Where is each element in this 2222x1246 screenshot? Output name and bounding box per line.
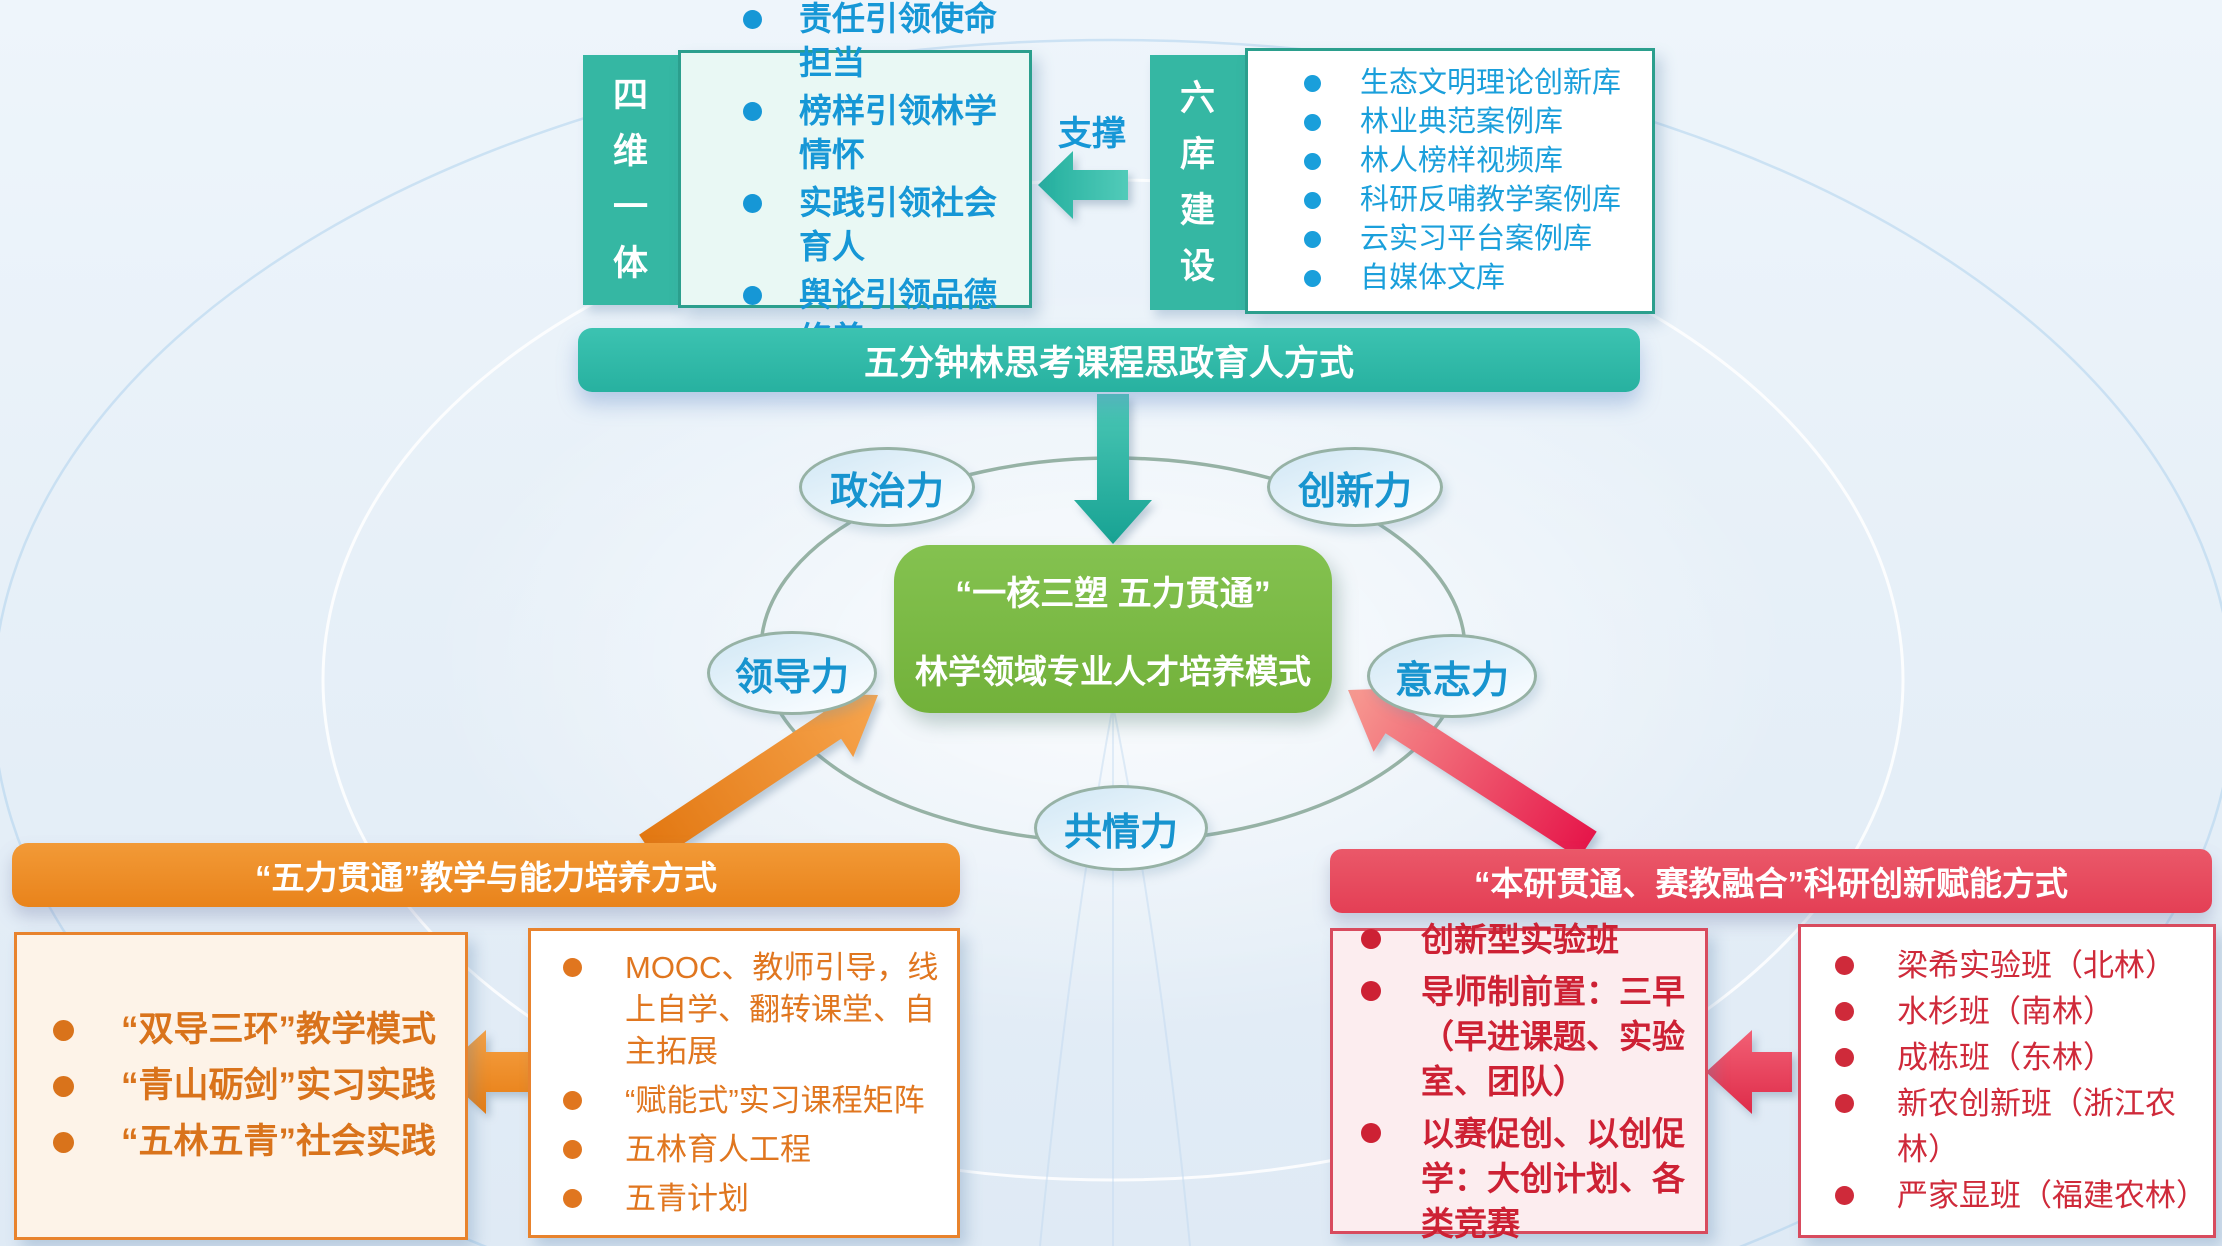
- ability-node-innovation: 创新力: [1267, 447, 1443, 527]
- list-item: “青山砺剑”实习实践: [17, 1059, 465, 1113]
- decor-arc-outer: [0, 38, 2222, 1246]
- four-dimension-label: 四维一体: [612, 76, 648, 283]
- list-item: MOOC、教师引导，线上自学、翻转课堂、自主拓展: [531, 947, 957, 1073]
- ability-node-political: 政治力: [799, 447, 975, 527]
- list-item: 五林育人工程: [531, 1129, 957, 1171]
- four-dimension-list: 责任引领使命担当 榜样引领林学情怀 实践引领社会育人 舆论引领品德修养: [681, 0, 1029, 365]
- list-item: “双导三环”教学模式: [17, 1003, 465, 1057]
- down-arrow-icon: [1074, 394, 1152, 544]
- teaching-methods-list: MOOC、教师引导，线上自学、翻转课堂、自主拓展 “赋能式”实习课程矩阵 五林育…: [531, 940, 957, 1227]
- list-item: 榜样引领林学情怀: [681, 89, 1029, 177]
- four-dimension-side-tab: 四维一体: [583, 55, 678, 305]
- list-item: 创新型实验班: [1333, 917, 1705, 962]
- list-item: 五青计划: [531, 1178, 957, 1220]
- five-forces-teaching-bar: “五力贯通”教学与能力培养方式: [12, 843, 960, 907]
- experimental-classes-list: 梁希实验班（北林） 水杉班（南林） 成栋班（东林） 新农创新班（浙江农林） 严家…: [1801, 943, 2213, 1219]
- list-item: 严家显班（福建农林）: [1801, 1173, 2213, 1219]
- list-item: “赋能式”实习课程矩阵: [531, 1080, 957, 1122]
- four-dimension-box: 责任引领使命担当 榜样引领林学情怀 实践引领社会育人 舆论引领品德修养: [678, 0, 1032, 357]
- list-item: “五林五青”社会实践: [17, 1115, 465, 1169]
- six-bank-list: 生态文明理论创新库 林业典范案例库 林人榜样视频库 科研反哺教学案例库 云实习平…: [1248, 62, 1652, 300]
- decor-ray-left: [1039, 704, 1114, 1246]
- list-item: 梁希实验班（北林）: [1801, 943, 2213, 989]
- research-innovation-bar: “本研贯通、赛教融合”科研创新赋能方式: [1330, 849, 2212, 913]
- teaching-practice-list: “双导三环”教学模式 “青山砺剑”实习实践 “五林五青”社会实践: [17, 1001, 465, 1171]
- six-bank-box: 生态文明理论创新库 林业典范案例库 林人榜样视频库 科研反哺教学案例库 云实习平…: [1245, 48, 1655, 314]
- list-item: 云实习平台案例库: [1248, 222, 1652, 257]
- six-bank-side-tab: 六库建设: [1150, 55, 1245, 310]
- list-item: 生态文明理论创新库: [1248, 66, 1652, 101]
- six-bank-label: 六库建设: [1179, 78, 1215, 286]
- ability-node-leadership: 领导力: [707, 631, 877, 715]
- list-item: 以赛促创、以创促学：大创计划、各类竞赛: [1333, 1111, 1705, 1246]
- center-model-box: “一核三塑 五力贯通” 林学领域专业人才培养模式: [894, 545, 1332, 713]
- center-model-subtitle: 林学领域专业人才培养模式: [915, 652, 1311, 690]
- ability-node-empathy: 共情力: [1034, 785, 1208, 871]
- list-item: 水杉班（南林）: [1801, 989, 2213, 1035]
- list-item: 导师制前置：三早（早进课题、实验室、团队）: [1333, 969, 1705, 1104]
- support-label: 支撑: [1058, 114, 1126, 153]
- teaching-practice-box: “双导三环”教学模式 “青山砺剑”实习实践 “五林五青”社会实践: [14, 932, 468, 1240]
- innovation-class-box: 创新型实验班 导师制前置：三早（早进课题、实验室、团队） 以赛促创、以创促学：大…: [1330, 921, 1708, 1242]
- red-diagonal-arrow-icon: [1348, 687, 1597, 859]
- list-item: 成栋班（东林）: [1801, 1035, 2213, 1081]
- orange-diagonal-arrow-icon: [639, 693, 878, 862]
- red-left-arrow-icon: [1706, 1030, 1792, 1114]
- list-item: 林人榜样视频库: [1248, 144, 1652, 179]
- list-item: 自媒体文库: [1248, 261, 1652, 296]
- list-item: 林业典范案例库: [1248, 105, 1652, 140]
- center-model-title: “一核三塑 五力贯通”: [955, 574, 1271, 613]
- list-item: 新农创新班（浙江农林）: [1801, 1081, 2213, 1173]
- support-left-arrow-icon: [1038, 151, 1128, 219]
- teaching-methods-box: MOOC、教师引导，线上自学、翻转课堂、自主拓展 “赋能式”实习课程矩阵 五林育…: [528, 928, 960, 1238]
- list-item: 科研反哺教学案例库: [1248, 183, 1652, 218]
- innovation-class-list: 创新型实验班 导师制前置：三早（早进课题、实验室、团队） 以赛促创、以创促学：大…: [1333, 910, 1705, 1246]
- ideological-education-bar: 五分钟林思考课程思政育人方式: [578, 328, 1640, 392]
- decor-ray-right: [1112, 704, 1191, 1246]
- ability-node-willpower: 意志力: [1367, 634, 1537, 718]
- experimental-classes-box: 梁希实验班（北林） 水杉班（南林） 成栋班（东林） 新农创新班（浙江农林） 严家…: [1798, 924, 2216, 1238]
- list-item: 责任引领使命担当: [681, 0, 1029, 85]
- list-item: 实践引领社会育人: [681, 181, 1029, 269]
